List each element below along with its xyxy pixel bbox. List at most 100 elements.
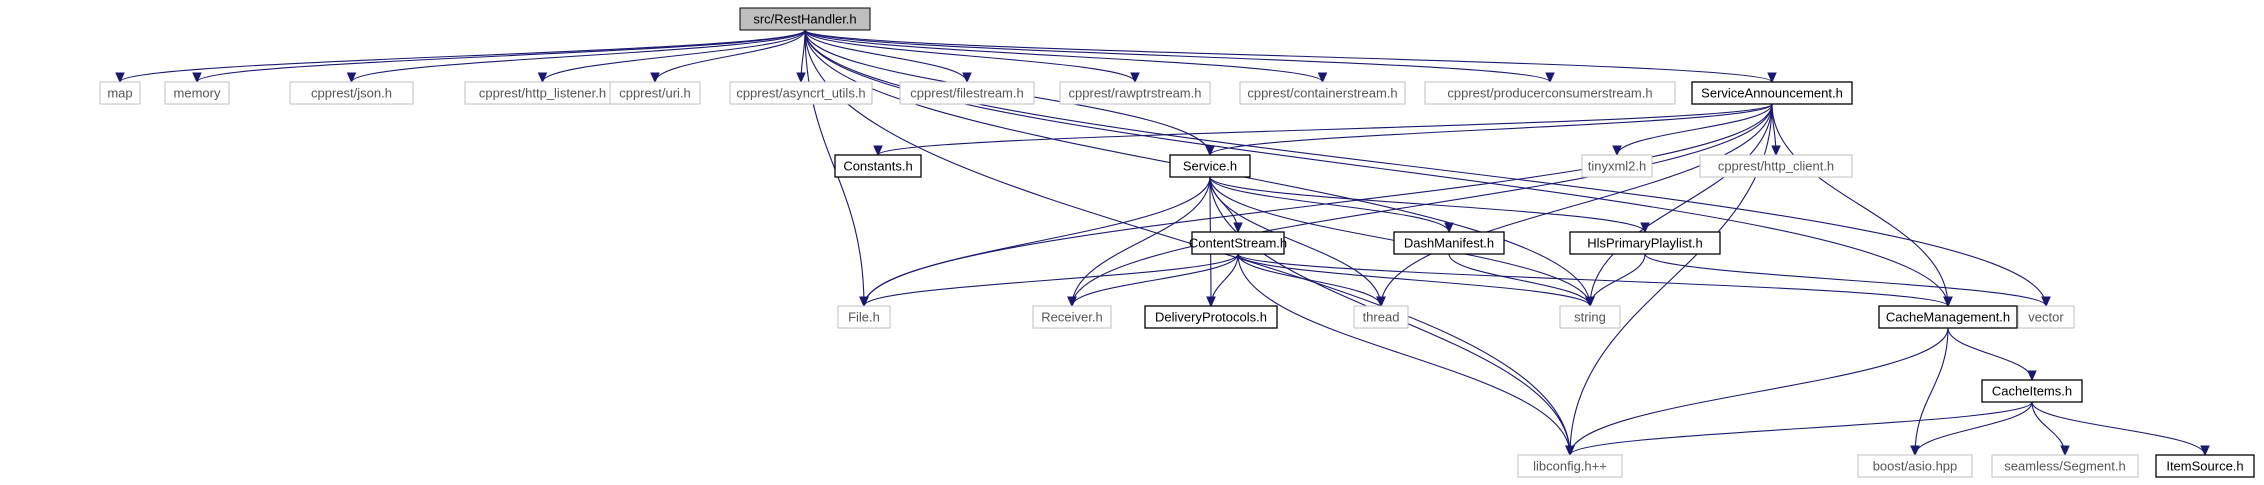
arrowhead-resthandler-to-json: [346, 72, 357, 84]
edge-contentstream-to-deliveryprotocols: [1210, 253, 1239, 307]
arrowhead-hlsplaylist-to-string: [1585, 296, 1595, 308]
edge-layer: [115, 29, 2210, 457]
node-memory: memory: [164, 81, 230, 105]
node-box-json: [289, 81, 414, 105]
edge-cachemgmt-to-libconfig: [1569, 327, 1949, 456]
edge-cacheitems-to-libconfig: [1569, 401, 2033, 456]
node-string: string: [1559, 305, 1621, 329]
arrowhead-resthandler-to-producerconsumer: [1545, 72, 1555, 84]
node-label-libconfig: libconfig.h++: [1533, 459, 1607, 474]
edge-service-to-hlsplaylist: [1209, 176, 1646, 233]
node-json: cpprest/json.h: [289, 81, 414, 105]
node-box-segment: [1991, 454, 2139, 478]
edge-serviceann-to-receiver: [1071, 103, 1773, 307]
node-label-cachemgmt: CacheManagement.h: [1886, 310, 2010, 325]
arrowhead-cacheitems-to-segment: [2060, 445, 2070, 457]
node-cachemgmt[interactable]: CacheManagement.h: [1878, 305, 2018, 329]
node-box-libconfig: [1517, 454, 1623, 478]
node-box-memory: [164, 81, 230, 105]
edge-resthandler-to-rawptrstream: [804, 29, 1136, 83]
node-box-service: [1169, 154, 1251, 178]
node-box-producerconsumer: [1424, 81, 1676, 105]
node-uri: cpprest/uri.h: [609, 81, 701, 105]
node-itemsource[interactable]: ItemSource.h: [2155, 454, 2255, 478]
node-box-map: [99, 81, 141, 105]
node-box-thread: [1353, 305, 1409, 329]
arrowhead-resthandler-to-memory: [192, 72, 202, 84]
node-box-string: [1559, 305, 1621, 329]
node-label-cacheitems: CacheItems.h: [1992, 384, 2072, 399]
edge-service-to-file: [863, 176, 1211, 307]
node-box-receiver: [1032, 305, 1112, 329]
arrowhead-service-to-dashmanifest: [1444, 222, 1454, 234]
node-label-memory: memory: [174, 86, 221, 101]
node-label-constants: Constants.h: [843, 159, 912, 174]
node-dashmanifest[interactable]: DashManifest.h: [1393, 231, 1505, 255]
node-label-asyncrt: cpprest/asyncrt_utils.h: [736, 86, 865, 101]
node-label-resthandler: src/RestHandler.h: [753, 12, 856, 27]
edge-serviceann-to-constants: [877, 103, 1773, 156]
node-box-uri: [609, 81, 701, 105]
edge-serviceann-to-tinyxml: [1616, 103, 1773, 156]
node-tinyxml: tinyxml2.h: [1581, 154, 1653, 178]
node-label-tinyxml: tinyxml2.h: [1588, 159, 1647, 174]
node-deliveryprotocols[interactable]: DeliveryProtocols.h: [1144, 305, 1278, 329]
node-http_client: cpprest/http_client.h: [1699, 154, 1853, 178]
node-label-containerstream: cpprest/containerstream.h: [1247, 86, 1397, 101]
node-label-uri: cpprest/uri.h: [619, 86, 691, 101]
node-containerstream: cpprest/containerstream.h: [1239, 81, 1406, 105]
node-filestream: cpprest/filestream.h: [899, 81, 1035, 105]
arrowhead-service-to-contentstream: [1233, 222, 1243, 234]
arrowhead-resthandler-to-containerstream: [1317, 72, 1328, 84]
node-label-vector: vector: [2028, 310, 2064, 325]
node-box-itemsource: [2155, 454, 2255, 478]
arrowhead-serviceann-to-service: [1205, 145, 1215, 157]
edge-dashmanifest-to-string: [1448, 253, 1591, 307]
edge-contentstream-to-cachemgmt: [1237, 253, 1949, 307]
node-map: map: [99, 81, 141, 105]
edge-resthandler-to-serviceann: [804, 29, 1773, 83]
node-service[interactable]: Service.h: [1169, 154, 1251, 178]
node-label-serviceann: ServiceAnnouncement.h: [1701, 86, 1843, 101]
node-label-contentstream: ContentStream.h: [1189, 236, 1287, 251]
edge-contentstream-to-thread: [1237, 253, 1382, 307]
node-rawptrstream: cpprest/rawptrstream.h: [1059, 81, 1211, 105]
edge-resthandler-to-producerconsumer: [804, 29, 1551, 83]
node-label-dashmanifest: DashManifest.h: [1404, 236, 1494, 251]
arrowhead-resthandler-to-serviceann: [1767, 72, 1777, 84]
node-box-asyncrt: [729, 81, 873, 105]
node-label-boostasio: boost/asio.hpp: [1873, 459, 1958, 474]
node-label-segment: seamless/Segment.h: [2004, 459, 2125, 474]
edge-resthandler-to-cachemgmt: [804, 29, 1949, 307]
node-serviceann[interactable]: ServiceAnnouncement.h: [1691, 81, 1853, 105]
node-box-cacheitems: [1981, 379, 2083, 403]
node-box-rawptrstream: [1059, 81, 1211, 105]
node-constants[interactable]: Constants.h: [834, 154, 922, 178]
node-cacheitems[interactable]: CacheItems.h: [1981, 379, 2083, 403]
node-box-constants: [834, 154, 922, 178]
node-box-filestream: [899, 81, 1035, 105]
node-segment: seamless/Segment.h: [1991, 454, 2139, 478]
node-box-http_client: [1699, 154, 1853, 178]
node-contentstream[interactable]: ContentStream.h: [1189, 231, 1287, 255]
edge-contentstream-to-string: [1237, 253, 1591, 307]
arrowhead-cacheitems-to-boostasio: [1910, 445, 1920, 457]
node-resthandler[interactable]: src/RestHandler.h: [739, 7, 871, 31]
node-box-serviceann: [1691, 81, 1853, 105]
node-file: File.h: [837, 305, 891, 329]
node-label-service: Service.h: [1183, 159, 1237, 174]
arrowhead-resthandler-to-rawptrstream: [1130, 72, 1140, 84]
node-box-cachemgmt: [1878, 305, 2018, 329]
arrowhead-resthandler-to-http_listener: [537, 72, 548, 84]
node-hlsplaylist[interactable]: HlsPrimaryPlaylist.h: [1569, 231, 1721, 255]
node-label-filestream: cpprest/filestream.h: [910, 86, 1023, 101]
edge-service-to-dashmanifest: [1209, 176, 1450, 233]
arrowhead-hlsplaylist-to-vector: [2041, 296, 2051, 308]
edge-serviceann-to-string: [1589, 103, 1773, 307]
node-thread: thread: [1353, 305, 1409, 329]
edge-resthandler-to-containerstream: [804, 29, 1324, 83]
node-box-containerstream: [1239, 81, 1406, 105]
edge-resthandler-to-filestream: [804, 29, 968, 83]
arrowhead-cachemgmt-to-cacheitems: [2027, 370, 2037, 382]
arrowhead-service-to-hlsplaylist: [1640, 222, 1650, 234]
